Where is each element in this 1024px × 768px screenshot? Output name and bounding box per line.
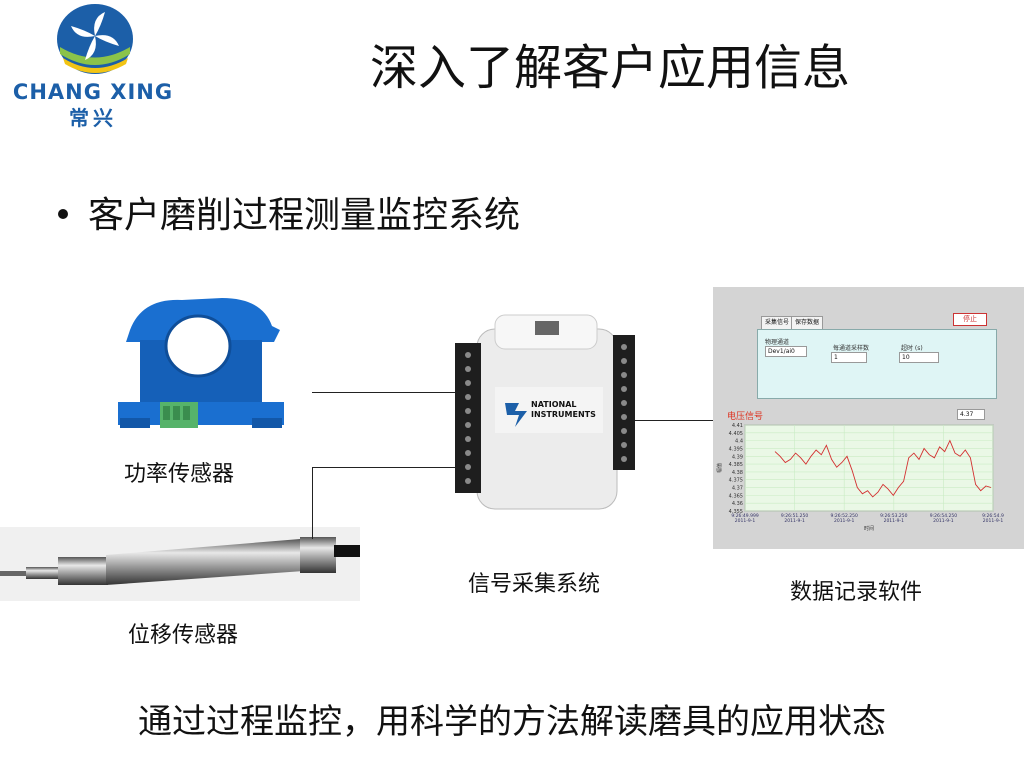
y-tick-label: 4.385	[729, 462, 743, 468]
x-tick-label: 9:26:51.250	[781, 513, 809, 519]
connector-power-to-daq	[312, 392, 460, 393]
logo-brand-text: CHANG XING	[12, 80, 174, 104]
x-tick-date: 2011-9-1	[735, 518, 756, 524]
y-tick-label: 4.38	[732, 470, 743, 476]
chart-value-readout: 4.37	[957, 409, 985, 420]
recorder-tab-save[interactable]: 保存数据	[791, 316, 824, 330]
y-tick-label: 4.395	[729, 446, 743, 452]
stop-button[interactable]: 停止	[953, 313, 987, 326]
slide-title: 深入了解客户应用信息	[369, 40, 850, 96]
bullet-text: 客户磨削过程测量监控系统	[88, 195, 521, 236]
displacement-sensor-label: 位移传感器	[128, 623, 239, 648]
x-tick-date: 2011-9-1	[884, 518, 905, 524]
daq-brand-line1: NATIONAL	[531, 400, 576, 409]
y-tick-label: 4.37	[732, 486, 743, 492]
plot-area	[744, 424, 994, 512]
recorder-tab-acquire[interactable]: 采集信号	[761, 316, 794, 330]
power-sensor-label: 功率传感器	[124, 462, 235, 487]
recorder-label: 数据记录软件	[790, 580, 923, 605]
chart-title: 电压信号	[727, 412, 764, 422]
y-tick-label: 4.4	[735, 439, 743, 445]
connector-daq-to-recorder	[632, 420, 714, 421]
bullet-item: 客户磨削过程测量监控系统	[58, 186, 520, 238]
voltage-chart: 4.414.4054.44.3954.394.3854.384.3754.374…	[716, 423, 1004, 532]
x-tick-date: 2011-9-1	[983, 518, 1004, 524]
samples-field[interactable]: 1	[831, 352, 867, 363]
x-tick-date: 2011-9-1	[933, 518, 954, 524]
recorder-window: 采集信号 保存数据 停止 物理通道 Dev1/ai0 每通道采样数 1 超时 (…	[713, 287, 1024, 549]
acquisition-label: 信号采集系统	[468, 572, 601, 597]
displacement-sensor-image	[0, 527, 360, 601]
connector-displacement-to-daq-top	[312, 467, 460, 468]
x-axis-label: 时间	[864, 525, 874, 532]
y-tick-label: 4.36	[732, 501, 743, 507]
connector-displacement-to-daq-vertical	[312, 467, 313, 539]
y-tick-label: 4.39	[732, 454, 743, 460]
channel-field[interactable]: Dev1/ai0	[765, 346, 807, 357]
x-tick-label: 9:26:49.999	[731, 513, 759, 519]
y-tick-label: 4.355	[729, 509, 743, 515]
y-axis-label: 幅值	[716, 463, 723, 473]
y-tick-label: 4.375	[729, 478, 743, 484]
daq-brand-line2: INSTRUMENTS	[531, 410, 596, 419]
y-tick-label: 4.405	[729, 431, 743, 437]
x-tick-label: 9:26:52.250	[831, 513, 859, 519]
recorder-settings-panel	[757, 329, 997, 399]
x-tick-label: 9:26:54.250	[930, 513, 958, 519]
x-tick-date: 2011-9-1	[784, 518, 805, 524]
bullet-dot	[58, 209, 68, 219]
timeout-label: 超时 (s)	[901, 345, 923, 352]
channel-label: 物理通道	[765, 339, 790, 346]
power-sensor-image	[118, 298, 284, 428]
changxing-logo	[57, 4, 133, 74]
voltage-series-line	[774, 439, 992, 498]
x-tick-label: 9:26:54.9	[982, 513, 1004, 519]
daq-device-image: NATIONAL INSTRUMENTS	[455, 314, 635, 510]
x-tick-date: 2011-9-1	[834, 518, 855, 524]
slide-footer: 通过过程监控，用科学的方法解读磨具的应用状态	[138, 702, 886, 742]
logo-brand-cn: 常兴	[69, 106, 117, 130]
samples-label: 每通道采样数	[833, 345, 870, 352]
x-tick-label: 9:26:53.250	[880, 513, 908, 519]
y-tick-label: 4.41	[732, 423, 743, 429]
y-tick-label: 4.365	[729, 493, 743, 499]
timeout-field[interactable]: 10	[899, 352, 939, 363]
